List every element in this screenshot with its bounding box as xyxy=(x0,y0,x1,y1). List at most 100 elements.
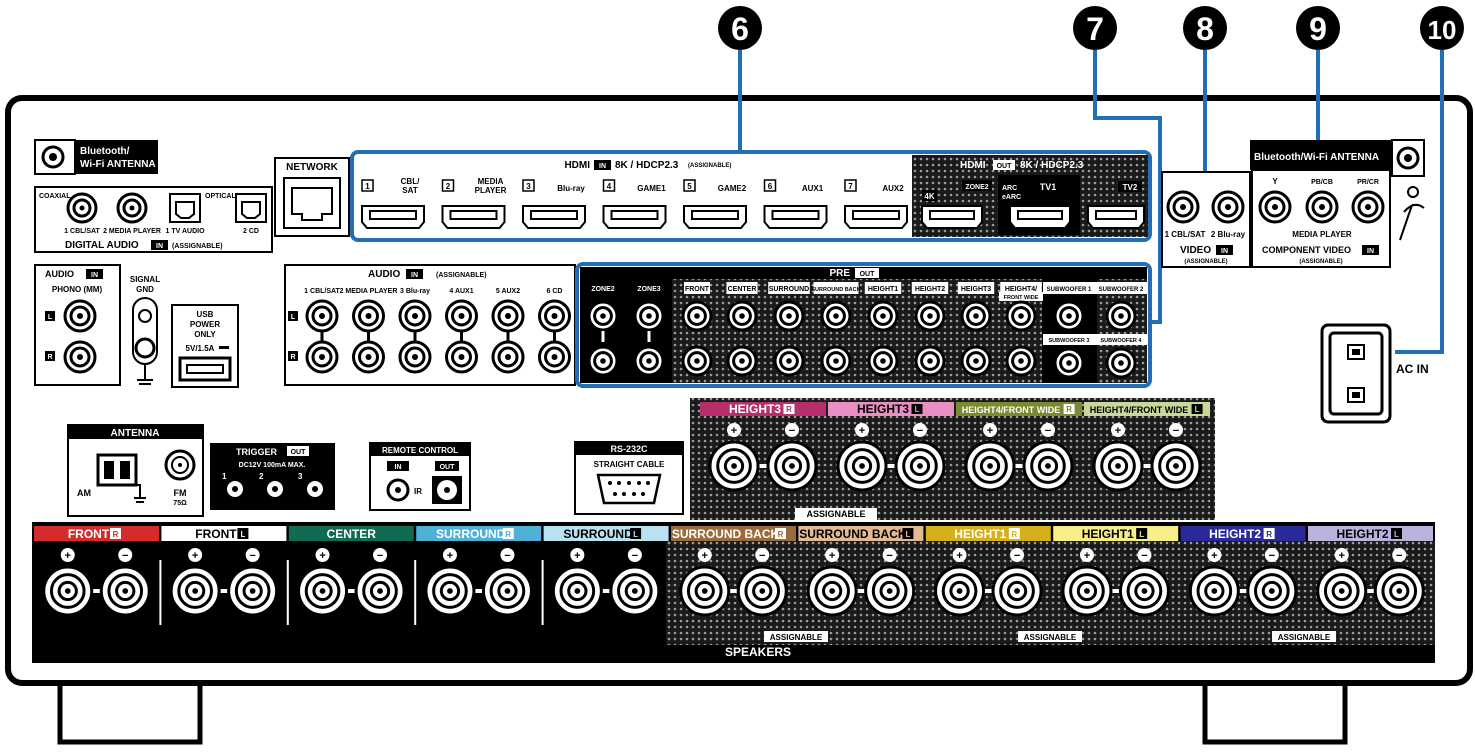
trigger-out: TRIGGER OUT DC12V 100mA MAX. 1 2 3 xyxy=(210,443,335,510)
svg-text:3 Blu-ray: 3 Blu-ray xyxy=(400,288,430,295)
pre-out-jack-2-r xyxy=(633,345,665,377)
svg-text:2 MEDIA PLAYER: 2 MEDIA PLAYER xyxy=(103,228,161,235)
callout-8: 8 xyxy=(1183,6,1227,175)
svg-text:IN: IN xyxy=(91,272,98,279)
svg-text:SUBWOOFER 2: SUBWOOFER 2 xyxy=(1099,287,1144,293)
pre-out-jack-7-l xyxy=(867,300,899,332)
component-jack-pr xyxy=(1351,190,1385,224)
callout-7: 7 xyxy=(1073,6,1162,324)
subwoofer-jack-4 xyxy=(1105,347,1137,379)
svg-text:L: L xyxy=(905,530,910,539)
svg-text:IN: IN xyxy=(1221,248,1228,255)
svg-text:−: − xyxy=(917,425,923,437)
svg-text:FRONT: FRONT xyxy=(195,527,237,541)
svg-text:HEIGHT4/: HEIGHT4/ xyxy=(1005,286,1037,293)
svg-text:2 CD: 2 CD xyxy=(243,228,259,235)
svg-text:POWER: POWER xyxy=(190,320,220,329)
svg-text:L: L xyxy=(1195,405,1200,414)
svg-text:6: 6 xyxy=(731,11,749,47)
svg-text:PR/CR: PR/CR xyxy=(1357,179,1379,186)
svg-text:HEIGHT3: HEIGHT3 xyxy=(857,402,909,416)
svg-text:SUBWOOFER 1: SUBWOOFER 1 xyxy=(1047,287,1092,293)
audio-in-jack-2-r xyxy=(352,340,385,374)
coaxial-jack-1 xyxy=(66,192,98,224)
svg-text:−: − xyxy=(249,550,255,562)
svg-text:R: R xyxy=(113,530,119,539)
pre-out-jack-9-l xyxy=(960,300,992,332)
svg-text:+: + xyxy=(1339,550,1345,562)
foot-left xyxy=(57,684,203,745)
svg-text:−: − xyxy=(632,550,638,562)
svg-text:+: + xyxy=(987,425,993,437)
phono-jack-r xyxy=(63,340,97,374)
pre-out-jack-5-r xyxy=(773,345,805,377)
svg-text:FRONT: FRONT xyxy=(685,286,710,293)
hdmi-highlight xyxy=(350,150,1152,242)
svg-text:9: 9 xyxy=(1309,11,1327,47)
optical-jack-1 xyxy=(169,193,201,223)
svg-text:FM: FM xyxy=(174,488,187,498)
audio-in-jack-3-l xyxy=(398,299,432,333)
svg-text:GAME2: GAME2 xyxy=(718,184,747,193)
svg-text:FRONT: FRONT xyxy=(68,527,110,541)
svg-text:DC12V 100mA MAX.: DC12V 100mA MAX. xyxy=(239,462,306,469)
audio-in-jack-1-l xyxy=(305,299,339,333)
svg-text:(ASSIGNABLE): (ASSIGNABLE) xyxy=(436,272,487,279)
network-port: NETWORK xyxy=(274,157,350,237)
svg-text:L: L xyxy=(240,530,245,539)
svg-text:R: R xyxy=(1066,405,1072,414)
lower-assignable-label-3: ASSIGNABLE xyxy=(1278,633,1331,642)
coaxial-jack-2 xyxy=(116,192,148,224)
svg-text:6: 6 xyxy=(768,182,773,191)
svg-text:OUT: OUT xyxy=(440,464,456,471)
callout-10: 10 xyxy=(1395,6,1464,354)
svg-text:GND: GND xyxy=(136,285,154,294)
svg-text:R: R xyxy=(290,354,295,361)
phono-jack-l xyxy=(63,299,97,333)
svg-text:COMPONENT VIDEO: COMPONENT VIDEO xyxy=(1262,245,1351,255)
svg-text:TV2: TV2 xyxy=(1123,183,1138,192)
hdmi-out-tv2-port xyxy=(1087,205,1145,229)
svg-text:MEDIA: MEDIA xyxy=(478,177,504,186)
svg-text:+: + xyxy=(956,550,962,562)
svg-text:HEIGHT4/FRONT WIDE: HEIGHT4/FRONT WIDE xyxy=(1090,405,1189,415)
svg-text:HDMI: HDMI xyxy=(564,160,590,171)
svg-text:1 TV AUDIO: 1 TV AUDIO xyxy=(165,228,205,235)
svg-text:HEIGHT1: HEIGHT1 xyxy=(1082,527,1134,541)
pre-out-jack-4-r xyxy=(726,345,758,377)
pre-out-jack-1-r xyxy=(587,345,619,377)
svg-text:RS-232C: RS-232C xyxy=(610,444,648,454)
svg-text:NETWORK: NETWORK xyxy=(286,162,338,173)
svg-text:1: 1 xyxy=(222,472,227,481)
video-in-section: 1 CBL/SAT 2 Blu-ray VIDEO IN (ASSIGNABLE… xyxy=(1161,171,1251,268)
remote-control: REMOTE CONTROL IN OUT IR xyxy=(369,442,471,511)
svg-text:R: R xyxy=(505,530,511,539)
svg-text:3: 3 xyxy=(526,182,531,191)
svg-text:HEIGHT1: HEIGHT1 xyxy=(954,527,1006,541)
svg-text:OUT: OUT xyxy=(997,163,1013,170)
svg-text:(ASSIGNABLE): (ASSIGNABLE) xyxy=(688,163,731,169)
svg-text:eARC: eARC xyxy=(1002,194,1021,201)
speaker-terminal-lower-3: CENTER+− xyxy=(288,526,414,617)
svg-text:SIGNAL: SIGNAL xyxy=(130,275,160,284)
svg-text:+: + xyxy=(319,550,325,562)
pre-out-highlight xyxy=(575,262,1152,388)
svg-text:Bluetooth/: Bluetooth/ xyxy=(80,146,130,157)
audio-in-jack-1-r xyxy=(305,340,339,374)
svg-text:−: − xyxy=(122,550,128,562)
phono-section: AUDIO IN PHONO (MM) L R xyxy=(34,264,121,386)
svg-text:AUX2: AUX2 xyxy=(882,184,904,193)
svg-text:7: 7 xyxy=(1086,11,1104,47)
pre-out-jack-10-l xyxy=(1005,300,1037,332)
signal-gnd: SIGNAL GND xyxy=(130,275,160,385)
svg-text:Y: Y xyxy=(1272,177,1278,186)
svg-text:R: R xyxy=(786,405,792,414)
